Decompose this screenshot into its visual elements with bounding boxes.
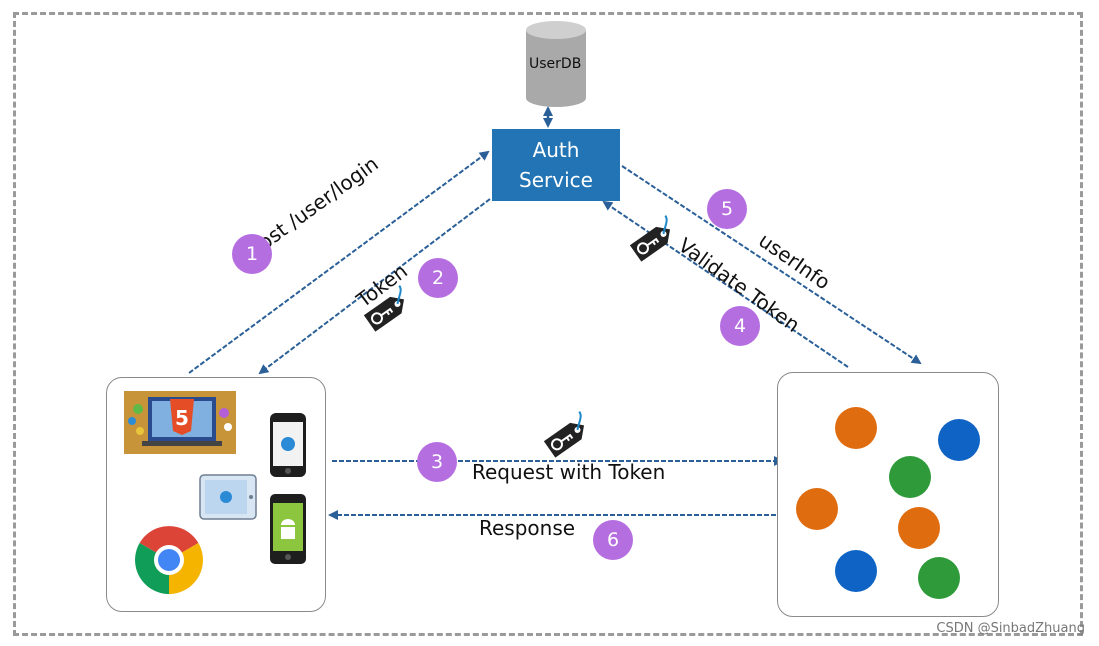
step-badge-2: 2 (418, 258, 458, 298)
chrome-icon (135, 526, 203, 594)
html5-icon: 5 (124, 391, 236, 454)
svg-text:5: 5 (175, 406, 189, 430)
step-badge-3: 3 (417, 442, 457, 482)
watermark: CSDN @SinbadZhuang (936, 621, 1085, 636)
services-box (777, 372, 999, 617)
validate-arrow (602, 200, 849, 368)
service-node-blue (938, 419, 980, 461)
service-node-blue (835, 550, 877, 592)
step-badge-4: 4 (720, 306, 760, 346)
request-label: Request with Token (472, 460, 666, 484)
dashed-frame (13, 12, 1083, 636)
key-tag-icon (363, 285, 405, 332)
iphone-icon (270, 413, 306, 477)
service-node-orange (796, 488, 838, 530)
key-tag-icon (629, 215, 671, 262)
service-node-green (918, 557, 960, 599)
android-phone-icon (270, 494, 306, 564)
token-arrow (258, 198, 491, 375)
auth-service-box: Auth Service (492, 129, 620, 201)
step-badge-5: 5 (707, 189, 747, 229)
database-icon (526, 21, 586, 107)
service-node-orange (835, 407, 877, 449)
login-arrow (188, 150, 490, 374)
client-box: 5 (106, 377, 326, 612)
service-node-green (889, 456, 931, 498)
auth-service-line1: Auth (532, 138, 580, 162)
response-label: Response (479, 516, 576, 540)
userdb-label: UserDB (529, 56, 582, 72)
key-tag-icon (543, 411, 585, 458)
auth-service-line2: Service (519, 168, 593, 192)
service-node-orange (898, 507, 940, 549)
userinfo-arrow (621, 165, 922, 365)
step-badge-6: 6 (593, 520, 633, 560)
ipad-icon (199, 474, 257, 520)
step-badge-1: 1 (232, 234, 272, 274)
